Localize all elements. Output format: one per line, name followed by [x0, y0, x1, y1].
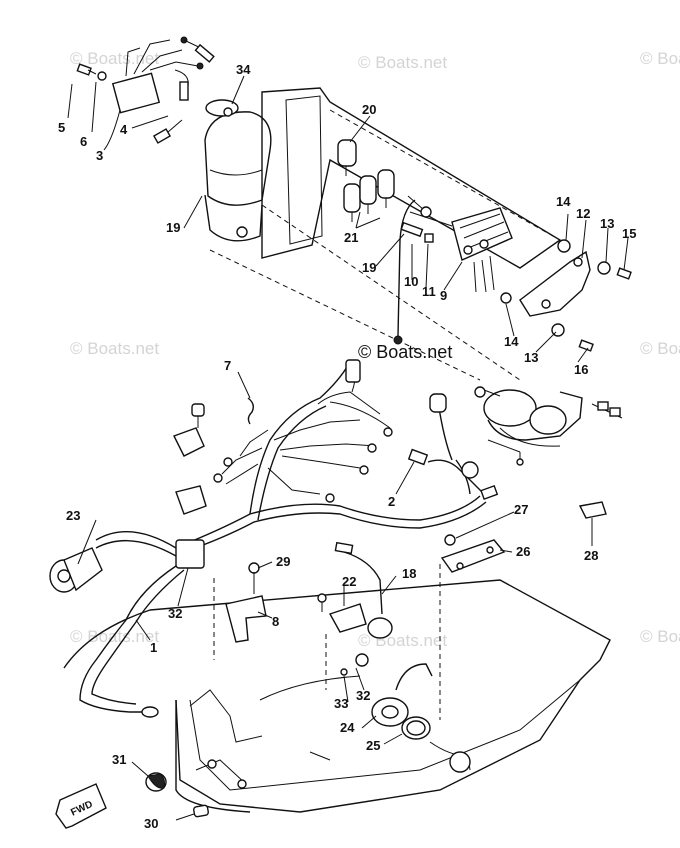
label-13: 13 — [600, 216, 614, 231]
watermark: © Boats.net — [70, 627, 159, 646]
wire-clip — [247, 397, 255, 425]
label-31: 32 — [168, 606, 182, 621]
label-14b: 14 — [504, 334, 519, 349]
label-25: 26 — [516, 544, 530, 559]
main-connector — [49, 530, 177, 593]
label-8: 8 — [272, 614, 279, 629]
label-13b: 13 — [524, 350, 538, 365]
watermark: © Boats.net — [640, 627, 680, 646]
label-6: 6 — [80, 134, 87, 149]
label-33: 33 — [334, 696, 348, 711]
label-28: 29 — [276, 554, 290, 569]
label-3: 3 — [96, 148, 103, 163]
label-11: 11 — [422, 284, 436, 299]
label-9: 9 — [440, 288, 447, 303]
label-19b: 21 — [344, 230, 358, 245]
label-1: 1 — [150, 640, 157, 655]
label-20: 18 — [402, 566, 416, 581]
label-4: 4 — [120, 122, 128, 137]
screw-and-washer — [76, 63, 107, 81]
label-14: 14 — [556, 194, 571, 209]
plugs — [145, 772, 209, 818]
label-23: 24 — [340, 720, 355, 735]
label-7: 7 — [224, 358, 231, 373]
label-12: 12 — [576, 206, 590, 221]
label-10: 10 — [404, 274, 418, 289]
label-16: 16 — [574, 362, 588, 377]
label-32: 32 — [356, 688, 370, 703]
starter-solenoid — [474, 386, 623, 466]
label-22: 23 — [66, 508, 80, 523]
label-27: 28 — [584, 548, 598, 563]
terminal-block — [409, 207, 513, 293]
lower-cowling — [63, 564, 611, 813]
coil-unit — [111, 36, 215, 144]
watermark-main: © Boats.net — [358, 342, 452, 362]
label-26: 27 — [514, 502, 528, 517]
watermark: © Boats.net — [70, 339, 159, 358]
label-15: 15 — [622, 226, 636, 241]
part-labels: 5 6 3 4 34 20 21 19 19 10 11 9 14 13 14 … — [58, 62, 636, 831]
neutral-switch — [317, 541, 393, 639]
label-24: 25 — [366, 738, 380, 753]
starter-wire — [393, 195, 434, 345]
label-18: 19 — [166, 220, 180, 235]
clamp — [205, 99, 239, 117]
fwd-badge: FWD — [55, 783, 107, 829]
label-19: 20 — [362, 102, 376, 117]
watermark: © Boats.net — [640, 339, 680, 358]
upper-bracket-assembly — [204, 87, 562, 381]
watermark: © Boats.net — [640, 49, 680, 68]
label-30: 31 — [112, 752, 126, 767]
wiring-harness — [173, 359, 499, 553]
watermark: © Boats.net — [358, 53, 447, 72]
label-17: 19 — [362, 260, 376, 275]
right-bracket — [500, 239, 632, 352]
label-29: 30 — [144, 816, 158, 831]
lower-bracket — [225, 562, 267, 643]
plate — [440, 534, 506, 573]
label-2: 2 — [388, 494, 395, 509]
small-clip — [578, 501, 607, 519]
label-5: 5 — [58, 120, 65, 135]
grommet-and-cap — [340, 653, 433, 740]
harness-clamp — [79, 539, 205, 718]
relay-set — [337, 139, 395, 222]
watermark: © Boats.net — [70, 49, 159, 68]
label-21: 22 — [342, 574, 356, 589]
leader-lines — [67, 75, 629, 821]
label-34: 34 — [236, 62, 251, 77]
